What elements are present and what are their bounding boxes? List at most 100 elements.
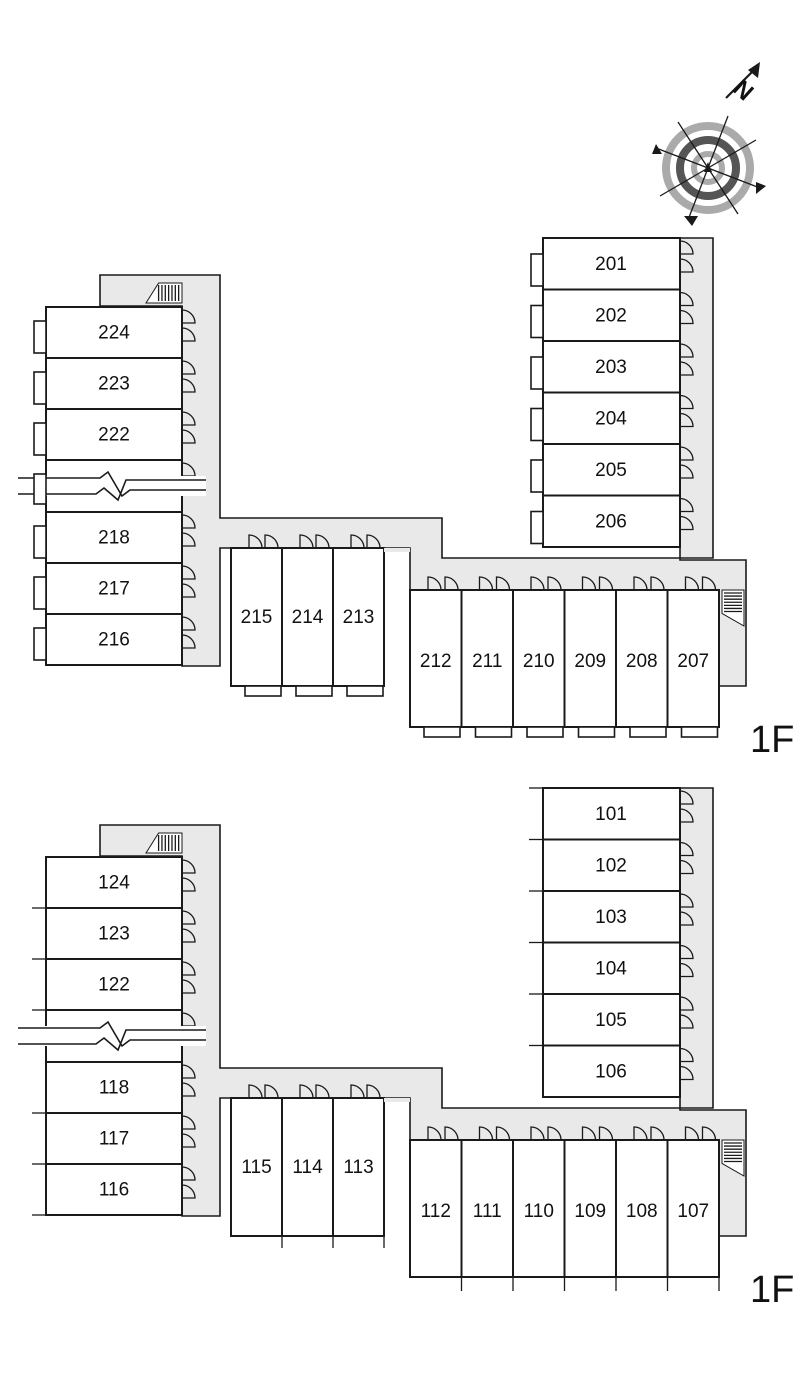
room-box [512,589,566,728]
room-box [230,547,283,687]
corridor [99,787,747,1237]
door-icon [679,240,694,255]
room-number: 202 [595,305,627,326]
room-number: 108 [626,1201,658,1222]
door-icon [181,583,196,598]
balcony [530,253,544,287]
room-box [45,1112,183,1165]
room-box [45,1061,183,1114]
room-unit: 201 [530,237,694,291]
door-icon [679,893,694,908]
room-unit: 105 [529,993,694,1047]
room-unit: 115 [230,1084,283,1248]
room-number: 123 [98,924,130,945]
room-number: 109 [574,1201,606,1222]
room-unit: 109 [563,1126,617,1291]
door-icon [679,412,694,428]
room-unit: 102 [529,838,694,892]
balcony [530,407,544,442]
balcony [530,304,544,339]
room-unit: 107 [666,1126,720,1291]
room-box [45,907,183,960]
door-icon [181,928,196,943]
room-number: 102 [595,855,627,876]
door-icon [684,576,700,591]
room-unit: 211 [460,576,514,738]
door-icon [427,576,442,591]
break-line [18,1020,206,1048]
door-icon [181,979,196,994]
room-number: 212 [420,651,452,672]
room-number: 113 [343,1157,373,1178]
door-icon [581,576,597,591]
balcony [33,627,47,661]
room-unit: 203 [530,340,694,394]
room-number: 222 [98,425,130,446]
door-icon [444,1126,459,1141]
room-number: 214 [292,607,324,628]
room-unit: 106 [529,1044,694,1098]
door-icon [299,534,314,549]
door-icon [684,1126,700,1141]
room-unit: 101 [529,787,694,841]
door-icon [679,361,694,376]
room-unit: 224 [33,306,196,359]
balcony [33,371,47,405]
room-unit: 210 [512,576,566,738]
door-icon [679,258,694,273]
stairs-icon [721,589,745,627]
room-number: 115 [241,1157,271,1178]
room-unit: 117 [32,1112,196,1165]
break-line [18,479,206,502]
door-icon [701,1126,717,1141]
balcony [33,422,47,456]
door-icon [181,462,196,477]
room-number: 208 [626,651,658,672]
omitted-section [18,1009,206,1063]
door-icon [679,859,694,875]
room-box [45,306,183,359]
room-unit: 118 [32,1061,196,1114]
room-unit: 116 [32,1163,196,1216]
door-icon [264,1084,279,1099]
room-box [542,993,681,1047]
balcony [33,320,47,354]
room-box [45,511,183,564]
room-box [45,357,183,410]
room-number: 203 [595,357,627,378]
room-number: 122 [98,975,130,996]
door-icon [478,576,494,591]
room-unit: 208 [615,576,669,738]
door-icon [547,1126,562,1141]
door-icon [495,1126,511,1141]
room-number: 213 [343,607,375,628]
room-number: 216 [98,630,130,651]
room-unit: 209 [563,576,617,738]
door-icon [181,378,196,393]
door-icon [350,1084,365,1099]
room-number: 106 [595,1061,627,1082]
balcony [244,685,282,697]
room-unit: 113 [332,1084,385,1248]
room-number: 114 [292,1157,323,1178]
break-line [18,470,206,498]
room-number: 218 [98,528,130,549]
floor-label: 1F [750,1269,794,1311]
room-number: 107 [677,1201,709,1222]
door-icon [181,1012,196,1027]
room-unit: 104 [529,941,694,995]
door-icon [679,808,694,823]
balcony [474,726,513,738]
door-icon [350,534,365,549]
room-number: 105 [595,1010,627,1031]
room-box [542,237,681,291]
door-icon [679,497,694,513]
door-icon [581,1126,597,1141]
door-icon [679,343,694,358]
door-icon [315,534,330,549]
room-unit: 112 [409,1126,463,1291]
door-icon [530,1126,545,1141]
door-icon [181,514,196,529]
room-number: 223 [98,374,130,395]
